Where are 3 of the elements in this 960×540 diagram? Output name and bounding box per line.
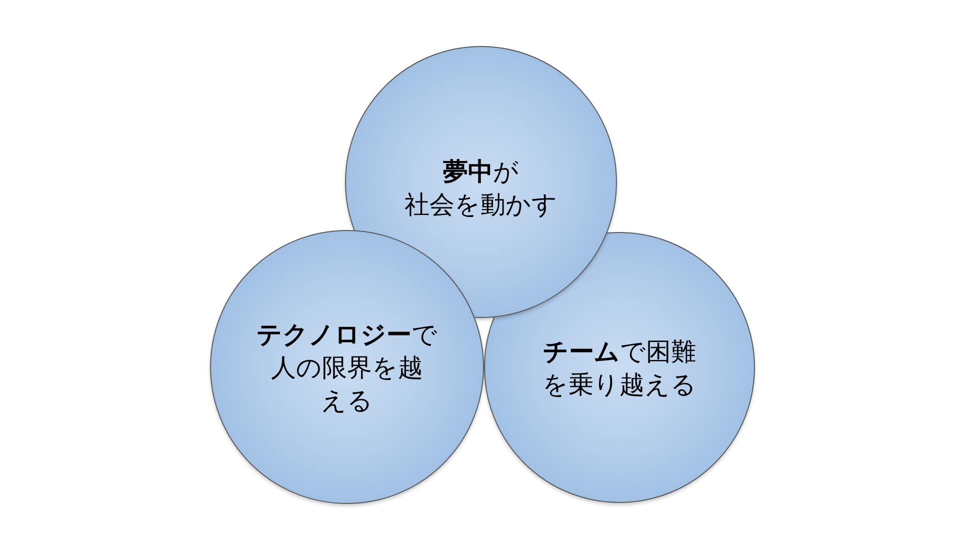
concept-text: 夢中が社会を動かす — [404, 156, 558, 221]
concept-text: テクノロジーで人の限界を越える — [256, 318, 438, 416]
concept-text: チームで困難を乗り越える — [542, 336, 696, 400]
